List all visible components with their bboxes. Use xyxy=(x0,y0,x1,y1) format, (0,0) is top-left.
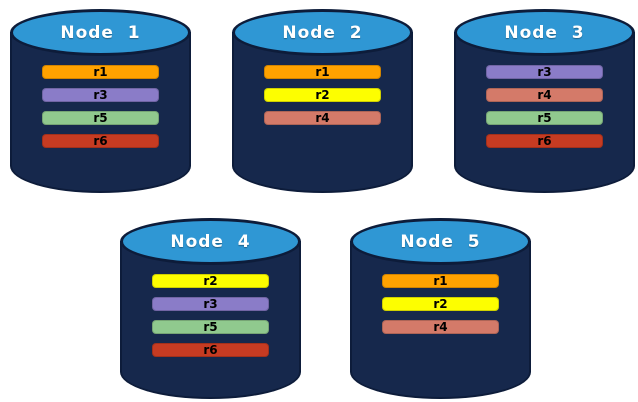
replica-label: r5 xyxy=(203,320,218,334)
node-title: Node 4 xyxy=(170,231,251,252)
replica-bar-r3: r3 xyxy=(42,88,159,102)
replica-list: r1 r3 r5 r6 xyxy=(42,65,159,148)
replica-bar-r2: r2 xyxy=(264,88,381,102)
replica-bar-r2: r2 xyxy=(382,297,499,311)
replica-label: r2 xyxy=(433,297,448,311)
replica-label: r6 xyxy=(537,134,552,148)
replica-bar-r1: r1 xyxy=(382,274,499,288)
replica-bar-r6: r6 xyxy=(486,134,603,148)
replica-bar-r5: r5 xyxy=(486,111,603,125)
replica-list: r2 r3 r5 r6 xyxy=(152,274,269,357)
replica-label: r4 xyxy=(433,320,448,334)
db-node-4: Node 4 r2 r3 r5 r6 xyxy=(120,218,301,399)
replica-bar-r5: r5 xyxy=(152,320,269,334)
node-title: Node 5 xyxy=(400,231,481,252)
node-title: Node 2 xyxy=(282,22,363,43)
node-title: Node 3 xyxy=(504,22,585,43)
replica-label: r2 xyxy=(203,274,218,288)
cylinder-top: Node 4 xyxy=(120,218,301,265)
replica-list: r1 r2 r4 xyxy=(264,65,381,125)
replica-label: r3 xyxy=(93,88,108,102)
replica-list: r3 r4 r5 r6 xyxy=(486,65,603,148)
replica-label: r1 xyxy=(433,274,448,288)
cylinder-top: Node 1 xyxy=(10,9,191,56)
replica-bar-r3: r3 xyxy=(152,297,269,311)
db-node-2: Node 2 r1 r2 r4 xyxy=(232,9,413,193)
replica-label: r5 xyxy=(93,111,108,125)
replica-label: r1 xyxy=(315,65,330,79)
replica-label: r3 xyxy=(203,297,218,311)
db-node-1: Node 1 r1 r3 r5 r6 xyxy=(10,9,191,193)
replica-label: r2 xyxy=(315,88,330,102)
replica-label: r6 xyxy=(203,343,218,357)
db-node-5: Node 5 r1 r2 r4 xyxy=(350,218,531,399)
replica-bar-r4: r4 xyxy=(382,320,499,334)
node-title: Node 1 xyxy=(60,22,141,43)
replica-bar-r6: r6 xyxy=(42,134,159,148)
cylinder-top: Node 5 xyxy=(350,218,531,265)
db-node-3: Node 3 r3 r4 r5 r6 xyxy=(454,9,635,193)
replica-bar-r6: r6 xyxy=(152,343,269,357)
replica-bar-r5: r5 xyxy=(42,111,159,125)
replica-bar-r4: r4 xyxy=(486,88,603,102)
replica-bar-r2: r2 xyxy=(152,274,269,288)
cylinder-top: Node 2 xyxy=(232,9,413,56)
replica-bar-r1: r1 xyxy=(264,65,381,79)
replica-label: r4 xyxy=(537,88,552,102)
replica-label: r1 xyxy=(93,65,108,79)
replica-label: r3 xyxy=(537,65,552,79)
replica-label: r6 xyxy=(93,134,108,148)
replica-label: r5 xyxy=(537,111,552,125)
replica-list: r1 r2 r4 xyxy=(382,274,499,334)
replica-label: r4 xyxy=(315,111,330,125)
cylinder-top: Node 3 xyxy=(454,9,635,56)
replica-bar-r3: r3 xyxy=(486,65,603,79)
replica-bar-r4: r4 xyxy=(264,111,381,125)
replica-bar-r1: r1 xyxy=(42,65,159,79)
